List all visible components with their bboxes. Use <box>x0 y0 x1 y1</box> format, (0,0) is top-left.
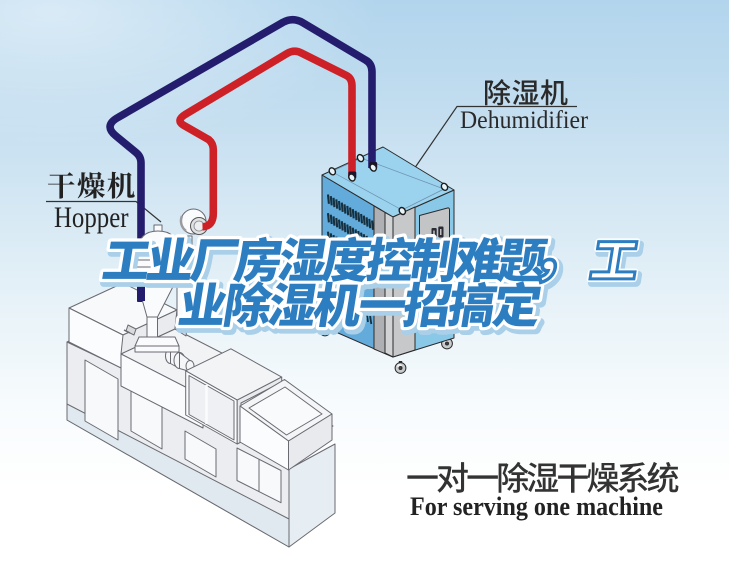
svg-text:Dehumidifier: Dehumidifier <box>460 107 589 134</box>
svg-text:For serving one machine: For serving one machine <box>410 492 663 521</box>
svg-text:Hopper: Hopper <box>54 202 129 234</box>
